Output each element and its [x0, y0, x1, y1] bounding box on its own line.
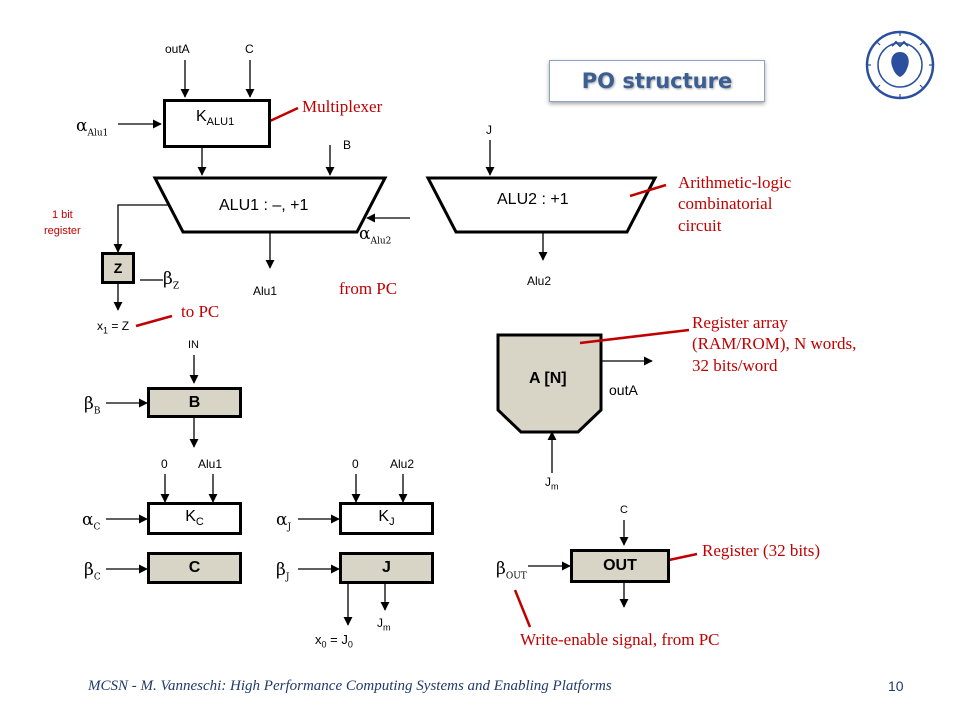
annotation-to-pc: to PC	[181, 302, 220, 321]
c-register: C	[147, 552, 242, 584]
kalu1-input-outA-label: outA	[165, 42, 190, 56]
beta-j-symbol: βJ	[276, 560, 290, 583]
alpha-alu1-sub: Alu1	[87, 128, 109, 139]
pointer-multiplexer	[269, 106, 299, 123]
beta-out-sub: OUT	[505, 571, 527, 582]
pointer-write-enable	[513, 589, 532, 628]
beta-b-symbol: βB	[84, 394, 101, 417]
footer-text: MCSN - M. Vanneschi: High Performance Co…	[88, 678, 612, 694]
kc-multiplexer: KC	[147, 502, 242, 535]
beta-z-symbol: βZ	[163, 269, 180, 292]
pointer-alu	[629, 183, 667, 198]
alpha-alu1-symbol: αAlu1	[76, 116, 109, 139]
alpha-c-symbol: αC	[82, 510, 101, 533]
out-register: OUT	[570, 549, 670, 583]
kj-input-alu2-label: Alu2	[390, 457, 415, 471]
kc-input-0-label: 0	[161, 457, 168, 471]
alpha-j-symbol: αJ	[276, 510, 292, 533]
alu1-label: ALU1 : –, +1	[219, 197, 309, 214]
wire-alu1-to-z	[113, 204, 168, 253]
alu2-output-label: Alu2	[527, 274, 552, 288]
annotation-from-pc: from PC	[339, 279, 398, 298]
a-memory-shape	[496, 333, 603, 434]
z-register: Z	[101, 252, 135, 284]
alu2-shape	[425, 176, 658, 234]
page-number: 10	[888, 678, 904, 694]
beta-z-sub: Z	[172, 281, 180, 292]
alpha-alu2-sub: Alu2	[370, 236, 392, 247]
alpha-alu2-symbol: αAlu2	[359, 224, 392, 247]
alu1-shape	[152, 176, 388, 234]
alu1-output-label: Alu1	[253, 284, 278, 298]
kalu1-multiplexer: KALU1	[163, 99, 271, 148]
alu2-label: ALU2 : +1	[497, 191, 569, 208]
slide-title: PO structure	[549, 60, 765, 102]
out-input-c-label: C	[620, 504, 628, 516]
annotation-alu: Arithmetic-logic combinatorial circuit	[678, 173, 792, 235]
a-memory-output-label: outA	[609, 382, 638, 398]
b-register: B	[147, 387, 242, 418]
j-output-jm-label: Jm	[377, 616, 391, 633]
kj-label-sub: J	[389, 516, 395, 529]
beta-c-sub: C	[93, 572, 101, 583]
pointer-to-pc	[135, 314, 173, 328]
beta-j-sub: J	[285, 572, 290, 583]
a-memory-label: A [N]	[529, 370, 567, 387]
annotation-multiplexer: Multiplexer	[302, 97, 383, 116]
annotation-register-array: Register array (RAM/ROM), N words, 32 bi…	[692, 313, 857, 375]
alpha-j-sub: J	[287, 522, 292, 533]
kalu1-label: K	[196, 108, 207, 125]
pointer-register-array	[579, 328, 690, 345]
alpha-c-sub: C	[93, 522, 101, 533]
beta-c-symbol: βC	[84, 560, 101, 583]
kalu1-label-sub: ALU1	[206, 116, 235, 129]
university-seal-logo	[865, 30, 935, 100]
beta-out-symbol: βOUT	[496, 559, 527, 582]
kc-label-sub: C	[195, 516, 204, 529]
a-memory-input-jm-label: Jm	[545, 475, 559, 492]
kj-input-0-label: 0	[352, 457, 359, 471]
j-output-x0-label: x0 = J0	[315, 632, 353, 650]
kc-label: K	[185, 508, 196, 526]
annotation-register32: Register (32 bits)	[702, 541, 821, 560]
kalu1-input-c-label: C	[245, 42, 254, 56]
alu2-input-j-label: J	[486, 123, 492, 137]
kj-multiplexer: KJ	[339, 502, 434, 535]
z-register-note: 1 bit register	[44, 209, 81, 237]
j-register: J	[339, 552, 434, 584]
annotation-write-enable: Write-enable signal, from PC	[520, 630, 720, 649]
kc-input-alu1-label: Alu1	[198, 457, 223, 471]
z-output-label: x1 = Z	[97, 319, 130, 336]
b-input-in-label: IN	[188, 339, 199, 351]
beta-b-sub: B	[93, 406, 101, 417]
alu1-input-b-label: B	[343, 138, 352, 152]
kj-label: K	[378, 508, 390, 526]
